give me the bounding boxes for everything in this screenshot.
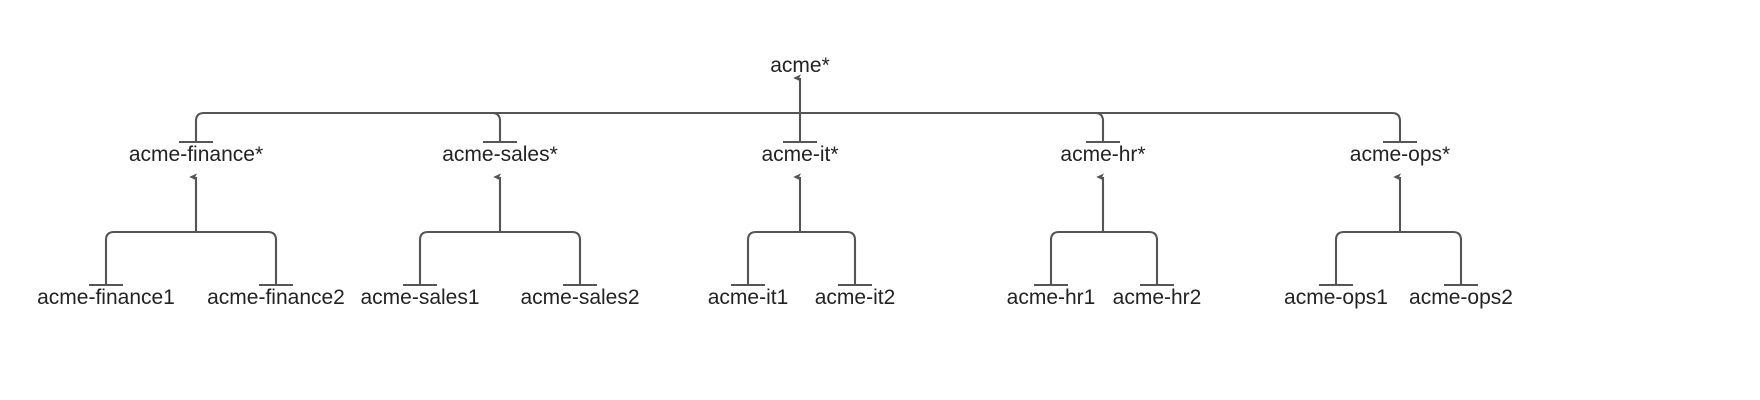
level2-bus xyxy=(194,111,1402,142)
tree-node-acme-hr[interactable]: acme-hr* xyxy=(1060,143,1146,166)
tree-node-acme-it1[interactable]: acme-it1 xyxy=(707,286,789,309)
tree-node-acme-finance1[interactable]: acme-finance1 xyxy=(37,286,175,309)
tree-node-acme-ops2[interactable]: acme-ops2 xyxy=(1409,286,1513,309)
tree-node-acme-ops[interactable]: acme-ops* xyxy=(1349,143,1451,166)
drop-acme-sales xyxy=(491,111,502,142)
tree-node-acme-sales2[interactable]: acme-sales2 xyxy=(520,286,640,309)
tree-node-acme-hr1[interactable]: acme-hr1 xyxy=(1006,286,1096,309)
tree-node-acme-finance[interactable]: acme-finance* xyxy=(128,143,264,166)
tree-node-acme-it[interactable]: acme-it* xyxy=(761,143,839,166)
tree-node-acme[interactable]: acme* xyxy=(770,54,830,77)
tree-node-acme-hr2[interactable]: acme-hr2 xyxy=(1112,286,1202,309)
tree-node-acme-sales1[interactable]: acme-sales1 xyxy=(360,286,480,309)
edges-group xyxy=(89,74,1478,287)
drop-acme-hr xyxy=(1094,111,1105,142)
bus-acme-sales xyxy=(418,230,582,285)
tree-node-acme-finance2[interactable]: acme-finance2 xyxy=(207,286,345,309)
bus-acme-ops xyxy=(1334,230,1463,285)
bus-acme-hr xyxy=(1049,230,1159,285)
tree-node-acme-ops1[interactable]: acme-ops1 xyxy=(1284,286,1388,309)
tree-node-acme-sales[interactable]: acme-sales* xyxy=(442,143,558,166)
bus-acme-finance xyxy=(104,230,278,285)
tree-node-acme-it2[interactable]: acme-it2 xyxy=(814,286,896,309)
bus-acme-it xyxy=(746,230,857,285)
